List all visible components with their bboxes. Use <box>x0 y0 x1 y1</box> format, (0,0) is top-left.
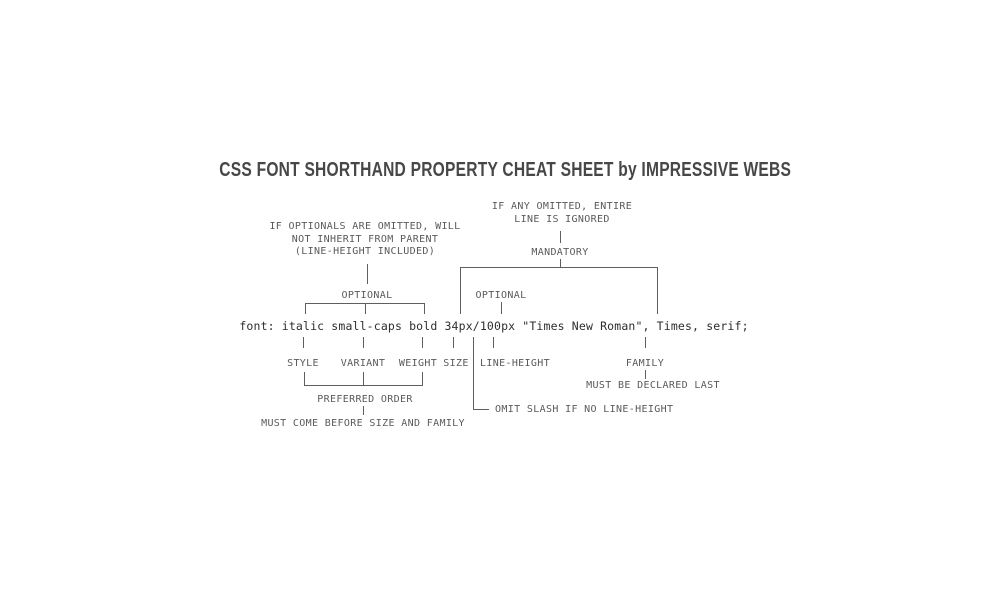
preferred-bracket-tick-weight <box>422 372 423 385</box>
label-weight: WEIGHT <box>398 358 438 369</box>
page-title-row: CSS FONT SHORTHAND PROPERTY CHEAT SHEET … <box>5 158 1000 182</box>
mandatory-label: MANDATORY <box>531 247 589 258</box>
optional-right-tick <box>501 302 502 314</box>
mandatory-bracket-right-leg <box>657 267 658 314</box>
label-size: SIZE <box>443 358 469 369</box>
optional-right-label: OPTIONAL <box>475 290 527 301</box>
optionals-note-line-3: (LINE-HEIGHT INCLUDED) <box>294 246 436 257</box>
label-variant: VARIANT <box>340 358 386 369</box>
label-family: FAMILY <box>625 358 665 369</box>
preferred-order-label: PREFERRED ORDER <box>317 394 413 405</box>
mandatory-bracket-left-leg <box>460 267 461 314</box>
optionals-note: IF OPTIONALS ARE OMITTED, WILL NOT INHER… <box>269 221 460 259</box>
connector-optionals-note <box>367 264 368 284</box>
mandatory-note: IF ANY OMITTED, ENTIRE LINE IS IGNORED <box>492 201 632 226</box>
optionals-note-line-1: IF OPTIONALS ARE OMITTED, WILL <box>269 221 461 232</box>
slash-connector-elbow <box>473 409 489 410</box>
tick-style <box>303 337 304 348</box>
optionals-note-line-2: NOT INHERIT FROM PARENT <box>291 233 439 245</box>
connector-family-note <box>645 370 646 379</box>
connector-preferred-order-note <box>363 406 364 415</box>
label-style: STYLE <box>287 358 319 369</box>
tick-line-height <box>493 337 494 348</box>
preferred-bracket-tick-variant <box>363 372 364 385</box>
slash-connector-vertical <box>473 337 474 409</box>
optional-left-bracket-tick-weight <box>424 303 425 314</box>
optional-left-label: OPTIONAL <box>341 290 393 301</box>
optional-left-bracket-tick-variant <box>365 303 366 314</box>
preferred-bracket-bar <box>304 385 423 386</box>
tick-family <box>645 337 646 348</box>
preferred-bracket-tick-style <box>304 372 305 385</box>
mandatory-note-line-1: IF ANY OMITTED, ENTIRE <box>491 201 633 212</box>
label-line-height: LINE-HEIGHT <box>479 358 551 369</box>
page-title: CSS FONT SHORTHAND PROPERTY CHEAT SHEET … <box>219 158 791 181</box>
tick-weight <box>422 337 423 348</box>
omit-slash-note: OMIT SLASH IF NO LINE-HEIGHT <box>495 404 674 415</box>
mandatory-note-line-2: LINE IS IGNORED <box>514 213 610 225</box>
connector-mandatory-note <box>560 231 561 243</box>
optional-left-bracket-tick-style <box>305 303 306 314</box>
connector-mandatory-bracket <box>560 259 561 267</box>
css-code-line: font: italic small-caps bold 34px/100px … <box>239 319 749 333</box>
mandatory-bracket-bar <box>460 267 658 268</box>
family-note: MUST BE DECLARED LAST <box>586 380 720 391</box>
tick-size <box>453 337 454 348</box>
tick-variant <box>363 337 364 348</box>
preferred-order-note: MUST COME BEFORE SIZE AND FAMILY <box>261 418 465 429</box>
